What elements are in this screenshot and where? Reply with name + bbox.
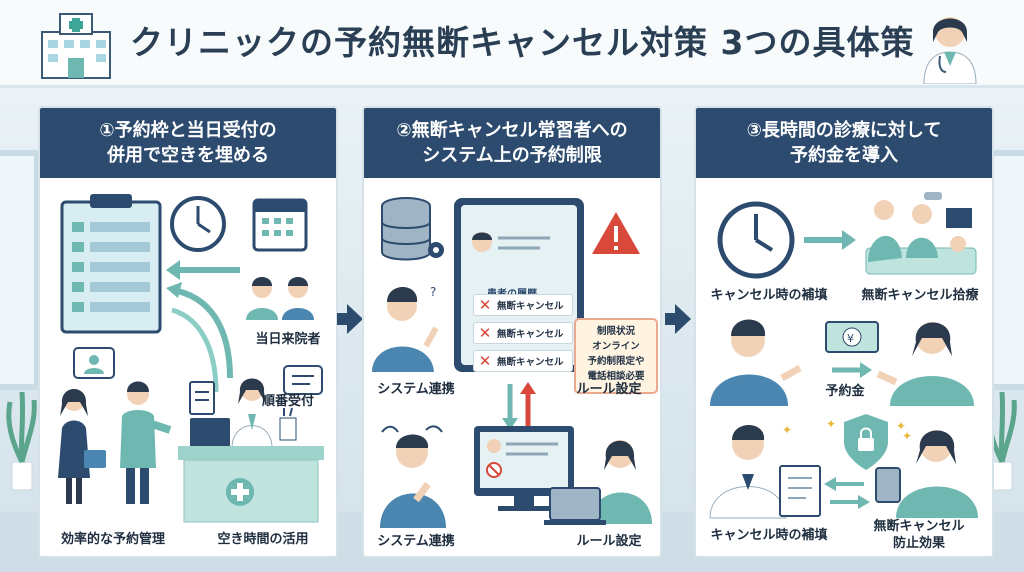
label-efficient-booking: 効率的な予約管理 bbox=[60, 532, 165, 547]
svg-text:✦: ✦ bbox=[902, 429, 912, 443]
panel-1-body: 当日来院者 順番受付 効率的な予約管理 空き時間の活用 bbox=[40, 178, 336, 556]
svg-text:✦: ✦ bbox=[826, 417, 836, 431]
panel-1: ①予約枠と当日受付の 併用で空きを埋める bbox=[38, 106, 338, 558]
panel-2: ②無断キャンセル常習者への システム上の予約制限 ? bbox=[362, 106, 662, 558]
hospital-icon bbox=[41, 13, 111, 79]
reception-desk-icon bbox=[178, 378, 324, 523]
patient-man-icon bbox=[120, 381, 172, 504]
panel-2-illustration: ? bbox=[372, 197, 652, 528]
chat-bubble-icon bbox=[73, 347, 323, 395]
svg-text:?: ? bbox=[430, 285, 436, 299]
label-no-show-prevention: 無断キャンセル 防止効果 bbox=[873, 519, 965, 551]
svg-text:✦: ✦ bbox=[782, 423, 792, 437]
cancel-row-label: 無断キャンセル bbox=[497, 329, 564, 340]
man-explaining-icon bbox=[710, 319, 802, 406]
panel-3: ③長時間の診療に対して 予約金を導入 bbox=[694, 106, 994, 558]
patient-woman-icon bbox=[58, 389, 106, 504]
clock-icon bbox=[170, 196, 226, 252]
panel-1-heading-line2: 併用で空きを埋める bbox=[107, 145, 269, 166]
label-walk-in: 当日来院者 bbox=[255, 332, 321, 347]
money-bill-icon: ¥ bbox=[825, 321, 879, 353]
label-deposit: 予約金 bbox=[825, 384, 865, 399]
label-rule-setting-bottom: ルール設定 bbox=[576, 534, 642, 549]
stressed-man-icon bbox=[380, 425, 446, 528]
svg-text:¥: ¥ bbox=[847, 332, 854, 345]
cancel-row: ✕ 無断キャンセル bbox=[473, 294, 573, 316]
note-line: 電話相談必要 bbox=[587, 371, 645, 382]
staff-at-laptop-icon bbox=[544, 440, 652, 525]
exchange-arrows-icon bbox=[824, 477, 870, 509]
panel-3-body: ¥ ✦ ✦ bbox=[696, 178, 992, 556]
treatment-room-icon bbox=[865, 192, 977, 275]
woman-receiving-icon bbox=[876, 322, 974, 406]
cancel-row: ✕ 無断キャンセル bbox=[473, 322, 573, 344]
walk-in-patients-icon bbox=[246, 277, 314, 320]
arrow-to-clipboard-icon bbox=[166, 260, 240, 393]
note-line: 予約制限定や bbox=[587, 356, 645, 367]
doctor-avatar-icon bbox=[923, 17, 977, 84]
plant-left-icon bbox=[6, 391, 37, 491]
panel-2-heading: ②無断キャンセル常習者への システム上の予約制限 bbox=[364, 108, 660, 178]
woman-with-phone-icon: ✦ bbox=[875, 429, 978, 518]
panel-3-heading-line1: ③長時間の診療に対して bbox=[746, 120, 942, 141]
clock-icon bbox=[717, 201, 795, 279]
restriction-note: 制限状況 オンライン 予約制限定や 電話相談必要 bbox=[574, 318, 658, 394]
panel-2-heading-line1: ②無断キャンセル常習者への bbox=[396, 120, 628, 141]
label-rule-setting-top: ルール設定 bbox=[576, 382, 642, 397]
arrow-right-icon bbox=[804, 230, 856, 250]
title-bar: クリニックの予約無断キャンセル対策 3つの具体策 bbox=[0, 0, 1024, 88]
cancel-x-icon: ✕ bbox=[478, 296, 492, 314]
clipboard-icon bbox=[60, 194, 162, 334]
label-order-reception: 順番受付 bbox=[261, 394, 314, 409]
cancel-x-icon: ✕ bbox=[478, 324, 492, 342]
panel-1-illustration bbox=[58, 194, 324, 523]
cancel-row: ✕ 無断キャンセル bbox=[473, 350, 573, 372]
panel-1-heading-line1: ①予約枠と当日受付の bbox=[99, 120, 277, 141]
label-system-link-bottom: システム連携 bbox=[377, 534, 455, 549]
cancel-x-icon: ✕ bbox=[478, 352, 492, 370]
label-cancel-compensation-top: キャンセル時の補填 bbox=[710, 288, 828, 303]
note-line: 制限状況 bbox=[596, 326, 635, 337]
doctor-with-document-icon: ✦ bbox=[709, 423, 821, 519]
next-arrow-1-icon bbox=[337, 304, 363, 334]
label-no-show-treatment: 無断キャンセル拾療 bbox=[861, 288, 979, 303]
calendar-icon bbox=[252, 198, 308, 252]
panel-3-heading: ③長時間の診療に対して 予約金を導入 bbox=[696, 108, 992, 178]
label-system-link-top: システム連携 bbox=[377, 382, 455, 397]
cancel-row-label: 無断キャンセル bbox=[497, 357, 564, 368]
panel-1-heading: ①予約枠と当日受付の 併用で空きを埋める bbox=[40, 108, 336, 178]
deposit-arrow-icon bbox=[832, 362, 872, 378]
page-title: クリニックの予約無断キャンセル対策 3つの具体策 bbox=[130, 23, 915, 62]
panel-3-heading-line2: 予約金を導入 bbox=[790, 145, 898, 166]
next-arrow-2-icon bbox=[665, 304, 691, 334]
panel-2-body: ? bbox=[364, 178, 660, 556]
warning-triangle-icon bbox=[592, 212, 640, 254]
cancel-row-label: 無断キャンセル bbox=[497, 301, 564, 312]
panel-2-heading-line2: システム上の予約制限 bbox=[422, 145, 602, 166]
svg-text:✦: ✦ bbox=[896, 419, 906, 433]
label-cancel-compensation-bottom: キャンセル時の補填 bbox=[710, 528, 828, 543]
computer-monitor-icon bbox=[474, 426, 574, 511]
panel-3-illustration: ¥ ✦ ✦ bbox=[709, 192, 978, 519]
shield-lock-icon: ✦ ✦ bbox=[826, 414, 906, 470]
thinking-man-icon: ? bbox=[372, 285, 439, 372]
background-window-left bbox=[0, 150, 40, 390]
note-line: オンライン bbox=[592, 341, 640, 352]
label-use-free-time: 空き時間の活用 bbox=[217, 532, 309, 547]
database-icon bbox=[381, 197, 444, 261]
sync-arrows-icon bbox=[502, 382, 536, 430]
